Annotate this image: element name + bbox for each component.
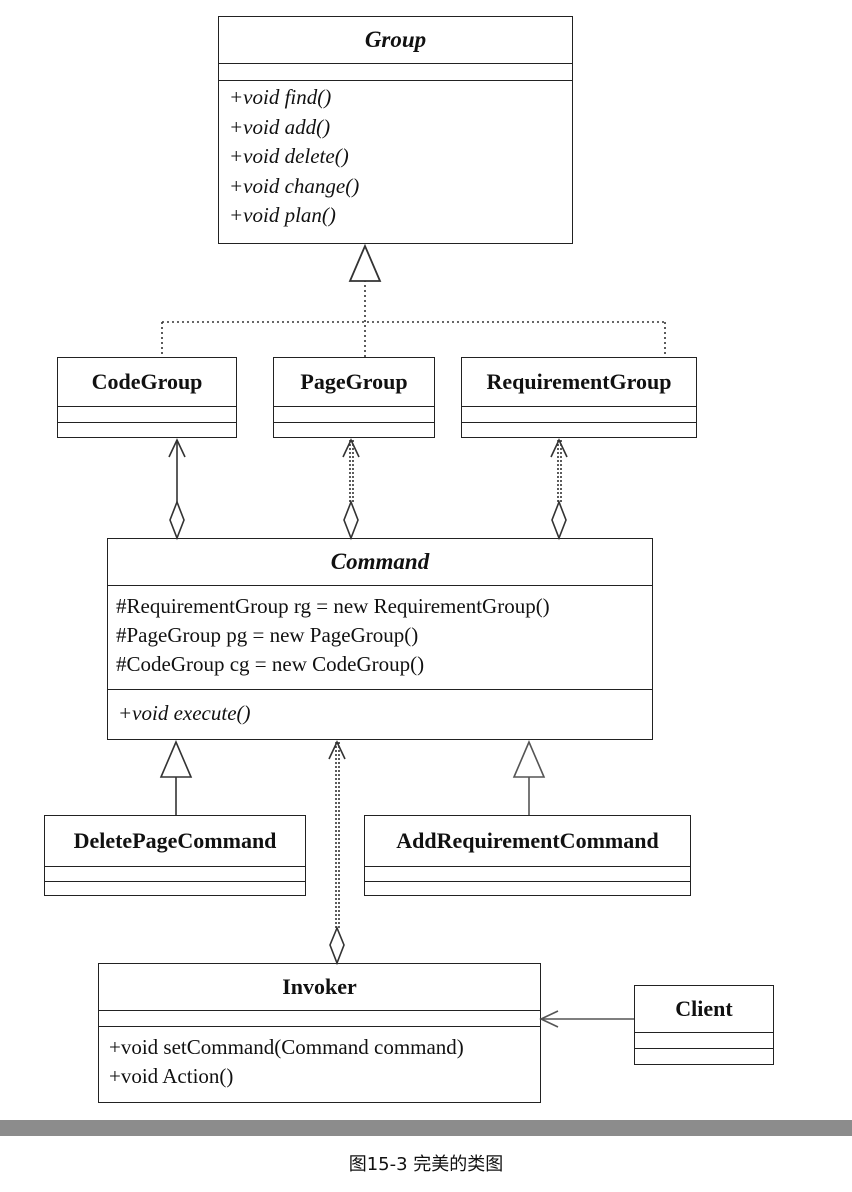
requirement-group-class: RequirementGroup (461, 357, 697, 438)
command-attribute-cg: #CodeGroup cg = new CodeGroup() (116, 652, 425, 676)
add-requirement-command-class-name: AddRequirementCommand (396, 828, 659, 853)
aggregation-diamond-icon (343, 499, 359, 541)
page-group-class: PageGroup (273, 357, 435, 438)
delete-page-command-methods-section (45, 881, 305, 896)
invoker-class-name: Invoker (282, 974, 357, 999)
aggregation-invoker-command (328, 740, 346, 966)
group-method-add: +void add() (229, 114, 331, 139)
association-client-invoker (539, 1010, 634, 1028)
code-group-class-name: CodeGroup (91, 369, 203, 394)
footer-divider-bar (0, 1120, 852, 1136)
delete-page-command-class: DeletePageCommand (44, 815, 306, 896)
group-method-find: +void find() (229, 85, 332, 109)
group-method-delete: +void delete() (229, 144, 349, 168)
requirement-group-attributes-section (462, 406, 696, 422)
delete-page-command-attributes-section (45, 866, 305, 881)
add-requirement-command-class: AddRequirementCommand (364, 815, 691, 896)
aggregation-code-group (168, 438, 186, 541)
realization-connector (161, 243, 666, 357)
code-group-class: CodeGroup (57, 357, 237, 438)
invoker-methods-section: +void setCommand(Command command) +void … (99, 1026, 540, 1097)
code-group-attributes-section (58, 406, 236, 422)
group-method-change: +void change() (229, 173, 360, 198)
figure-caption: 图15-3 完美的类图 (348, 1154, 504, 1175)
page-group-attributes-section (274, 406, 434, 422)
group-class-name: Group (364, 27, 427, 52)
client-attributes-section (635, 1032, 773, 1048)
group-attributes-section (219, 63, 572, 80)
command-attribute-rg: #RequirementGroup rg = new RequirementGr… (116, 594, 550, 618)
generalization-add-requirement-command (512, 739, 546, 815)
requirement-group-methods-section (462, 422, 696, 438)
command-method-execute: +void execute() (118, 701, 251, 725)
aggregation-diamond-icon (551, 499, 567, 541)
group-method-plan: +void plan() (229, 203, 336, 227)
page-group-methods-section (274, 422, 434, 438)
generalization-delete-page-command (159, 739, 193, 815)
command-methods-section: +void execute() (108, 689, 652, 736)
invoker-class: Invoker +void setCommand(Command command… (98, 963, 541, 1103)
client-methods-section (635, 1048, 773, 1064)
realization-triangle-icon (348, 243, 382, 282)
command-class-name: Command (330, 549, 430, 574)
delete-page-command-class-name: DeletePageCommand (73, 828, 277, 853)
code-group-methods-section (58, 422, 236, 438)
aggregation-requirement-group (550, 438, 568, 541)
aggregation-diamond-icon (169, 499, 185, 541)
client-class-name: Client (675, 996, 733, 1021)
generalization-triangle-icon (512, 739, 546, 778)
page-group-class-name: PageGroup (300, 369, 408, 394)
add-requirement-command-methods-section (365, 881, 690, 896)
command-class: Command #RequirementGroup rg = new Requi… (107, 538, 653, 740)
invoker-method-action: +void Action() (109, 1064, 234, 1088)
invoker-attributes-section (99, 1010, 540, 1026)
aggregation-diamond-icon (329, 925, 345, 966)
group-methods-section: +void find() +void add() +void delete() … (219, 80, 572, 242)
add-requirement-command-attributes-section (365, 866, 690, 881)
group-class: Group +void find() +void add() +void del… (218, 16, 573, 244)
requirement-group-class-name: RequirementGroup (486, 369, 672, 394)
invoker-method-set-command: +void setCommand(Command command) (109, 1035, 464, 1059)
aggregation-page-group (342, 438, 360, 541)
command-attribute-pg: #PageGroup pg = new PageGroup() (116, 623, 419, 647)
command-attributes-section: #RequirementGroup rg = new RequirementGr… (108, 585, 652, 689)
client-class: Client (634, 985, 774, 1065)
generalization-triangle-icon (159, 739, 193, 778)
